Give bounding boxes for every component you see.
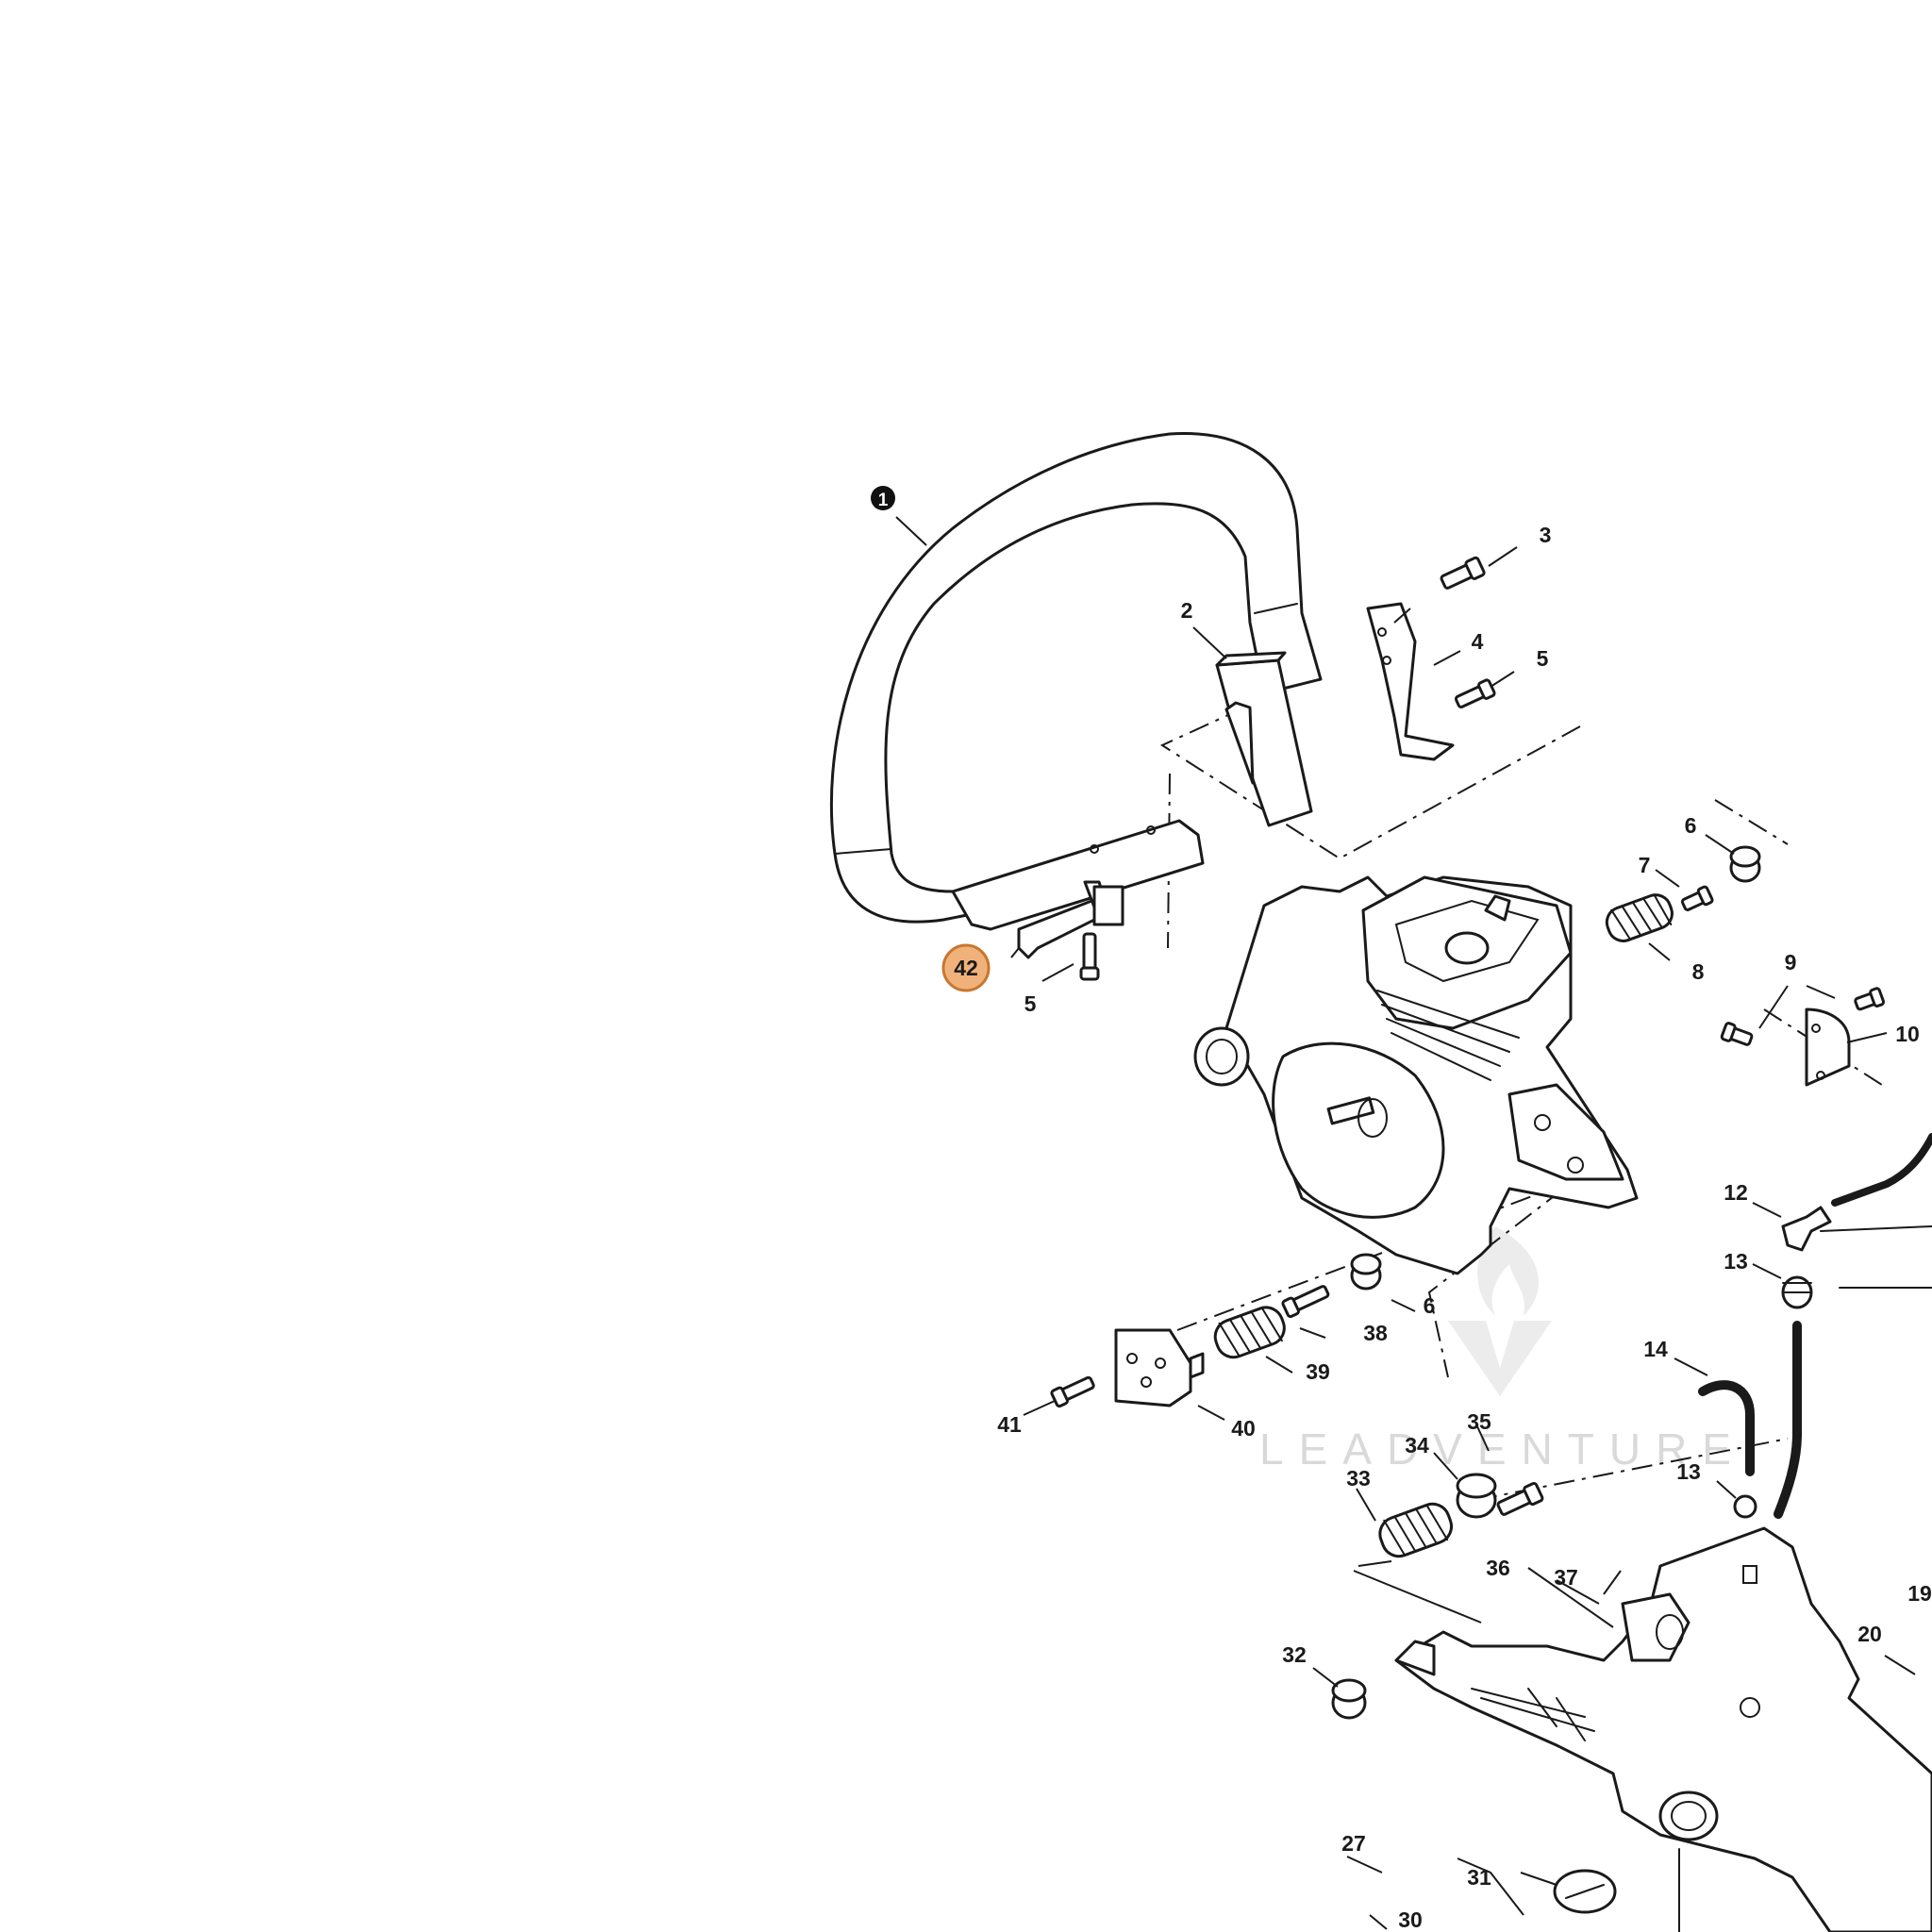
callout-19[interactable]: 19 [1907, 1581, 1932, 1606]
tank-nozzle [1394, 1640, 1436, 1676]
callout-13b[interactable]: 13 [1676, 1459, 1701, 1484]
handlebar-foot [951, 819, 1205, 931]
bearing-boss [1193, 1026, 1250, 1087]
spark-plug-boss [1444, 931, 1490, 965]
tank-cap-boss [1621, 1592, 1690, 1662]
callout-1[interactable]: 1 [871, 486, 895, 510]
clamp-plate [1092, 885, 1124, 926]
screw-part-9a [1720, 1022, 1754, 1046]
dash-buffer-top [1714, 799, 1789, 845]
v-logo-icon [1448, 1321, 1552, 1396]
callout-38[interactable]: 38 [1363, 1321, 1388, 1345]
callout-14[interactable]: 14 [1643, 1337, 1668, 1361]
callout-5a[interactable]: 5 [1537, 646, 1549, 671]
buffer-part-34 [1456, 1473, 1497, 1519]
buffer-part-6-upper [1729, 845, 1761, 883]
screw-part-9b [1854, 987, 1886, 1011]
callout-12[interactable]: 12 [1724, 1180, 1748, 1205]
watermark-text: LEADVENTURE [1259, 1424, 1746, 1474]
callout-10[interactable]: 10 [1895, 1022, 1920, 1046]
callout-20[interactable]: 20 [1857, 1622, 1882, 1646]
flame-logo-icon [1477, 1226, 1540, 1316]
callout-6a[interactable]: 6 [1685, 813, 1697, 838]
callout-27[interactable]: 27 [1341, 1831, 1366, 1856]
elbow-part-12[interactable] [1781, 1206, 1832, 1252]
callout-6b[interactable]: 6 [1424, 1293, 1436, 1318]
dash-crankcase-down [1427, 1164, 1595, 1378]
oil-pump-side [1507, 1083, 1624, 1181]
handlebar-tube [829, 432, 1323, 924]
callout-5b[interactable]: 5 [1024, 991, 1037, 1016]
svg-text:42: 42 [954, 956, 978, 980]
hose-part-13-line [1774, 1321, 1802, 1519]
callout-7[interactable]: 7 [1639, 853, 1651, 877]
svg-text:1: 1 [878, 491, 889, 510]
spacer-part-2[interactable] [1215, 651, 1313, 827]
callout-35[interactable]: 35 [1467, 1409, 1491, 1434]
screw-part-38 [1281, 1285, 1330, 1319]
clamp-part-42[interactable] [1017, 880, 1124, 959]
callout-8[interactable]: 8 [1692, 959, 1705, 984]
callout-32[interactable]: 32 [1282, 1642, 1307, 1667]
tank-port [1658, 1790, 1719, 1841]
hose-part-14 [1698, 1380, 1755, 1476]
screw-part-5-upper [1454, 678, 1496, 708]
callout-37[interactable]: 37 [1554, 1565, 1578, 1590]
buffer-part-6-lower [1350, 1253, 1382, 1291]
crankcase-engine[interactable] [1193, 875, 1639, 1275]
screw-part-5-lower [1079, 932, 1100, 981]
callout-4[interactable]: 4 [1472, 629, 1484, 654]
callout-labels: 1 2 3 4 5 5 6 6 7 8 9 10 12 13 13 14 19 … [871, 486, 1932, 1932]
grommet-part-13b [1733, 1494, 1757, 1519]
screw-part-41 [1050, 1375, 1095, 1408]
watermark: LEADVENTURE [1259, 1226, 1746, 1474]
callout-42-highlighted[interactable]: 42 [941, 943, 991, 992]
buffer-plate-part-40[interactable] [1114, 1328, 1205, 1407]
callout-31[interactable]: 31 [1467, 1865, 1491, 1890]
spring-part-8 [1605, 893, 1674, 942]
cap-part-31[interactable] [1553, 1869, 1617, 1914]
buffer-part-32 [1331, 1678, 1367, 1720]
leader-lines [895, 516, 1916, 1930]
tank-housing[interactable] [1394, 1526, 1932, 1932]
callout-41[interactable]: 41 [997, 1412, 1022, 1437]
grommet-part-13a [1781, 1275, 1813, 1309]
callout-3[interactable]: 3 [1540, 523, 1552, 547]
bracket-part-4[interactable] [1366, 602, 1455, 761]
tank-body [1394, 1526, 1932, 1932]
screw-part-35 [1496, 1481, 1544, 1516]
callout-13a[interactable]: 13 [1724, 1249, 1748, 1274]
hoses[interactable] [1698, 1133, 1932, 1519]
screw-part-3 [1440, 556, 1486, 590]
screw-part-7 [1680, 885, 1714, 911]
hose-upper [1831, 1133, 1932, 1207]
spring-part-39 [1213, 1306, 1286, 1359]
callout-39[interactable]: 39 [1306, 1359, 1330, 1384]
bracket-body [1366, 602, 1455, 761]
callout-34[interactable]: 34 [1405, 1433, 1429, 1457]
callout-40[interactable]: 40 [1231, 1416, 1256, 1441]
callout-36[interactable]: 36 [1486, 1556, 1510, 1580]
flywheel-side [1272, 1041, 1445, 1219]
callout-33[interactable]: 33 [1346, 1466, 1371, 1491]
handlebar[interactable] [829, 432, 1323, 931]
rubber-buffers[interactable] [1331, 845, 1813, 1720]
callout-2[interactable]: 2 [1181, 598, 1193, 623]
dash-handlebar-mount [1159, 702, 1581, 860]
springs[interactable] [1210, 891, 1676, 1561]
callout-30[interactable]: 30 [1398, 1907, 1423, 1932]
callout-9[interactable]: 9 [1785, 950, 1797, 974]
highlight-badge [941, 943, 991, 992]
spring-part-33 [1378, 1502, 1454, 1558]
bracket-part-10[interactable] [1805, 1008, 1851, 1087]
screws[interactable] [1050, 556, 1886, 1518]
